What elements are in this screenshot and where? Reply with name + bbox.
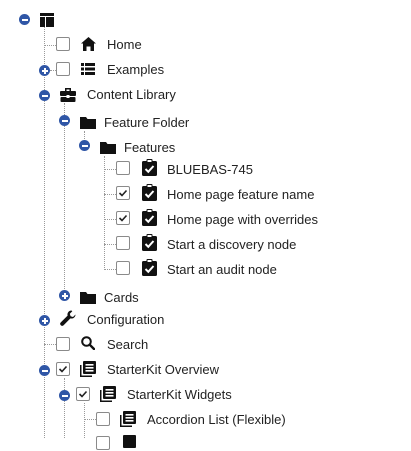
tree-connector (44, 45, 56, 46)
starterkit-overview-collapse-toggle[interactable] (39, 365, 50, 376)
node-label-home-page-with-overrides[interactable]: Home page with overrides (167, 212, 319, 227)
layers-icon (80, 361, 96, 377)
accordion-list-checkbox[interactable] (96, 412, 110, 426)
content-library-collapse-toggle[interactable] (39, 90, 50, 101)
folder-icon (100, 139, 116, 155)
node-label-home-page-feature-name[interactable]: Home page feature name (167, 187, 315, 202)
node-label-configuration[interactable]: Configuration (87, 312, 165, 327)
node-label-content-library[interactable]: Content Library (87, 87, 176, 102)
list-icon (80, 61, 96, 77)
wrench-icon (60, 310, 76, 326)
folder-icon (80, 289, 96, 305)
starterkit-widgets-checkbox[interactable] (76, 387, 90, 401)
tree-connector (84, 419, 96, 420)
node-label-starterkit-overview[interactable]: StarterKit Overview (107, 362, 219, 377)
clipboard-check-icon (141, 233, 157, 251)
tree-connector (44, 344, 56, 345)
next-item-checkbox[interactable] (96, 436, 110, 450)
tree-connector (50, 70, 56, 71)
clipboard-check-icon (141, 183, 157, 201)
search-checkbox[interactable] (56, 337, 70, 351)
bluebas-745-checkbox[interactable] (116, 161, 130, 175)
search-icon (80, 335, 96, 351)
node-label-accordion-list[interactable]: Accordion List (Flexible) (147, 412, 286, 427)
node-label-feature-folder[interactable]: Feature Folder (104, 115, 190, 130)
node-label-search[interactable]: Search (107, 337, 149, 352)
home-icon (80, 36, 96, 52)
tree-connector (64, 378, 65, 438)
home-page-feature-name-checkbox[interactable] (116, 186, 130, 200)
node-label-bluebas-745[interactable]: BLUEBAS-745 (167, 162, 253, 177)
node-label-start-discovery-node[interactable]: Start a discovery node (167, 237, 297, 252)
features-collapse-toggle[interactable] (79, 140, 90, 151)
starterkit-overview-checkbox[interactable] (56, 362, 70, 376)
start-discovery-node-checkbox[interactable] (116, 236, 130, 250)
node-label-examples[interactable]: Examples (107, 62, 165, 77)
site-tree: Home Examples Content Library Feature Fo… (19, 12, 319, 450)
node-label-features[interactable]: Features (124, 140, 176, 155)
layout-icon[interactable] (39, 12, 55, 28)
home-page-with-overrides-checkbox[interactable] (116, 211, 130, 225)
briefcase-icon (60, 86, 76, 102)
home-checkbox[interactable] (56, 37, 70, 51)
node-label-cards[interactable]: Cards (104, 290, 139, 305)
tree-connector (104, 156, 105, 270)
tree-connector (84, 403, 85, 438)
clipboard-check-icon (141, 258, 157, 276)
starterkit-widgets-collapse-toggle[interactable] (59, 390, 70, 401)
tree-connector (104, 244, 116, 245)
layers-icon (100, 386, 116, 402)
node-label-starterkit-widgets[interactable]: StarterKit Widgets (127, 387, 232, 402)
node-label-home[interactable]: Home (107, 37, 142, 52)
layers-icon (120, 411, 136, 427)
folder-icon (80, 114, 96, 130)
root-collapse-toggle[interactable] (19, 14, 30, 25)
clipboard-check-icon (141, 158, 157, 176)
configuration-expand-toggle[interactable] (39, 315, 50, 326)
tree-connector (104, 219, 116, 220)
cards-expand-toggle[interactable] (59, 290, 70, 301)
tree-connector (104, 194, 116, 195)
tree-connector (104, 169, 116, 170)
tree-connector (104, 269, 116, 270)
tree-connector (44, 26, 45, 438)
examples-expand-toggle[interactable] (39, 65, 50, 76)
clipboard-check-icon (141, 208, 157, 226)
start-audit-node-checkbox[interactable] (116, 261, 130, 275)
tree-connector (64, 103, 65, 295)
node-label-start-audit-node[interactable]: Start an audit node (167, 262, 277, 277)
layers-icon (120, 435, 136, 451)
examples-checkbox[interactable] (56, 62, 70, 76)
feature-folder-collapse-toggle[interactable] (59, 115, 70, 126)
